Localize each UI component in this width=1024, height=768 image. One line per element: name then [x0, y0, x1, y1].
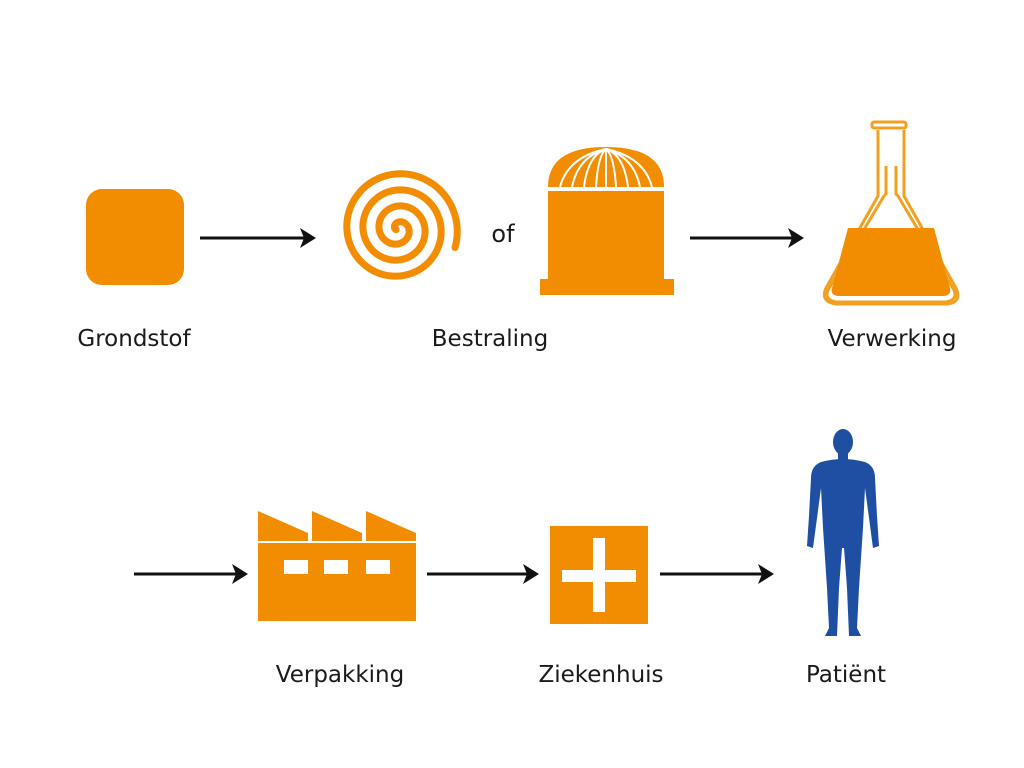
spiral-icon: [343, 170, 461, 280]
rounded-square-icon: [86, 189, 184, 285]
arrow-grondstof-to-bestraling: [200, 228, 316, 248]
person-icon: [807, 429, 879, 636]
flask-icon: [822, 120, 960, 306]
step-label-verpakking: Verpakking: [275, 662, 405, 688]
spiral-path: [343, 170, 461, 280]
factory-icon: [258, 511, 416, 621]
step-label-grondstof: Grondstof: [77, 326, 191, 352]
arrow-verpakking-to-ziekenhuis: [427, 564, 539, 584]
step-label-bestraling: Bestraling: [431, 326, 549, 352]
arrow-into-verpakking: [134, 564, 248, 584]
step-label-patient: Patiënt: [805, 662, 887, 688]
hospital-cross-icon: [550, 526, 648, 624]
step-label-verwerking: Verwerking: [827, 326, 957, 352]
step-label-ziekenhuis: Ziekenhuis: [538, 662, 664, 688]
reactor-dome-icon: [540, 147, 674, 295]
arrow-bestraling-to-verwerking: [690, 228, 804, 248]
connector-of: of: [491, 220, 515, 248]
arrow-ziekenhuis-to-patient: [660, 564, 774, 584]
